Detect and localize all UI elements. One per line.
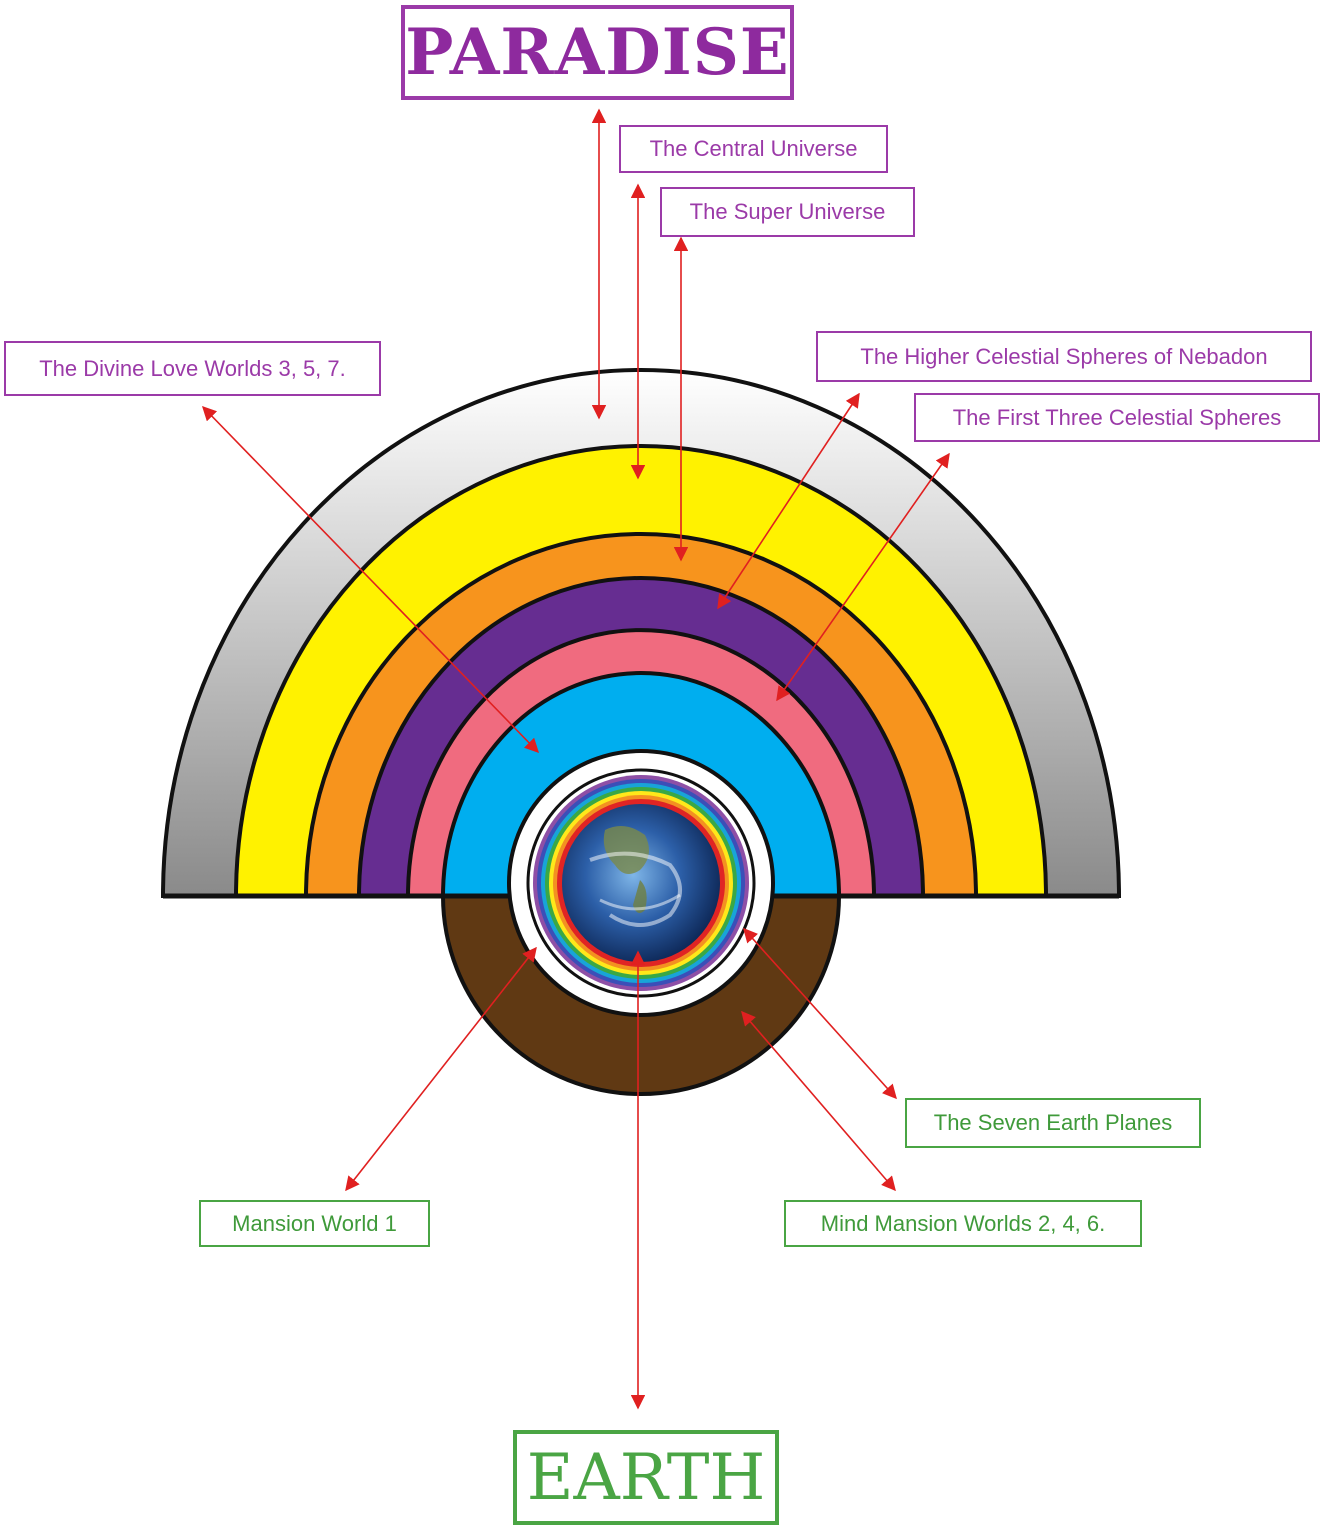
paradise-title: PARADISE — [401, 5, 794, 100]
arrow-divine-love — [201, 405, 540, 754]
label-higher-celestial: The Higher Celestial Spheres of Nebadon — [816, 331, 1312, 382]
arrows — [201, 108, 950, 1410]
label-first-three-celestial: The First Three Celestial Spheres — [914, 393, 1320, 442]
earth-planes — [507, 749, 775, 1017]
label-seven-earth-planes: The Seven Earth Planes — [905, 1098, 1201, 1148]
label-mansion-world-1: Mansion World 1 — [199, 1200, 430, 1247]
arrow-mind-mansion — [741, 1010, 896, 1192]
label-divine-love-worlds: The Divine Love Worlds 3, 5, 7. — [4, 341, 381, 396]
label-mind-mansion-worlds: Mind Mansion Worlds 2, 4, 6. — [784, 1200, 1142, 1247]
arrow-first-celestial — [776, 452, 950, 702]
label-super-universe: The Super Universe — [660, 187, 915, 237]
arrow-mansion-world-1 — [345, 946, 537, 1192]
earth-title: EARTH — [513, 1430, 779, 1525]
label-central-universe: The Central Universe — [619, 125, 888, 173]
